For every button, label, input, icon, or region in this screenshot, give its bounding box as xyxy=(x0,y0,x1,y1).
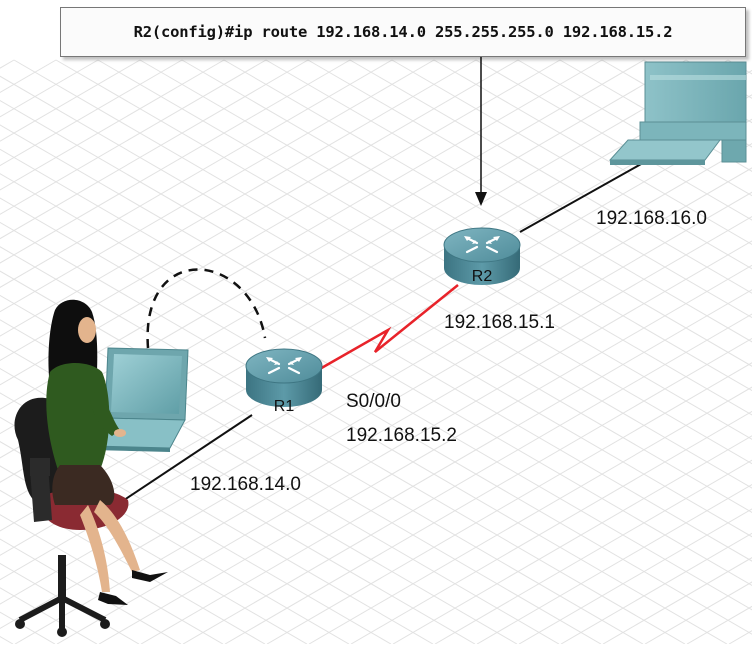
r1-serial-ip-label: 192.168.15.2 xyxy=(346,425,457,446)
command-box: R2(config)#ip route 192.168.14.0 255.255… xyxy=(60,7,746,57)
r1-lan-network-label: 192.168.14.0 xyxy=(190,474,301,495)
router-r1-label: R1 xyxy=(273,398,295,415)
r1-serial-interface-label: S0/0/0 xyxy=(346,391,401,412)
background-grid xyxy=(0,59,752,645)
router-r1 xyxy=(245,348,323,407)
command-arrow xyxy=(475,57,487,206)
user-person-icon xyxy=(14,299,168,637)
router-r2-label: R2 xyxy=(471,268,493,285)
console-cable xyxy=(146,268,267,349)
r2-serial-ip-label: 192.168.15.1 xyxy=(444,312,555,333)
laptop-icon xyxy=(91,347,189,452)
serial-link xyxy=(317,284,459,372)
r2-pc-link xyxy=(519,158,651,233)
router-r2 xyxy=(443,227,521,285)
r2-lan-network-label: 192.168.16.0 xyxy=(596,208,707,229)
command-text: R2(config)#ip route 192.168.14.0 255.255… xyxy=(133,23,673,41)
pc-icon xyxy=(608,61,747,165)
